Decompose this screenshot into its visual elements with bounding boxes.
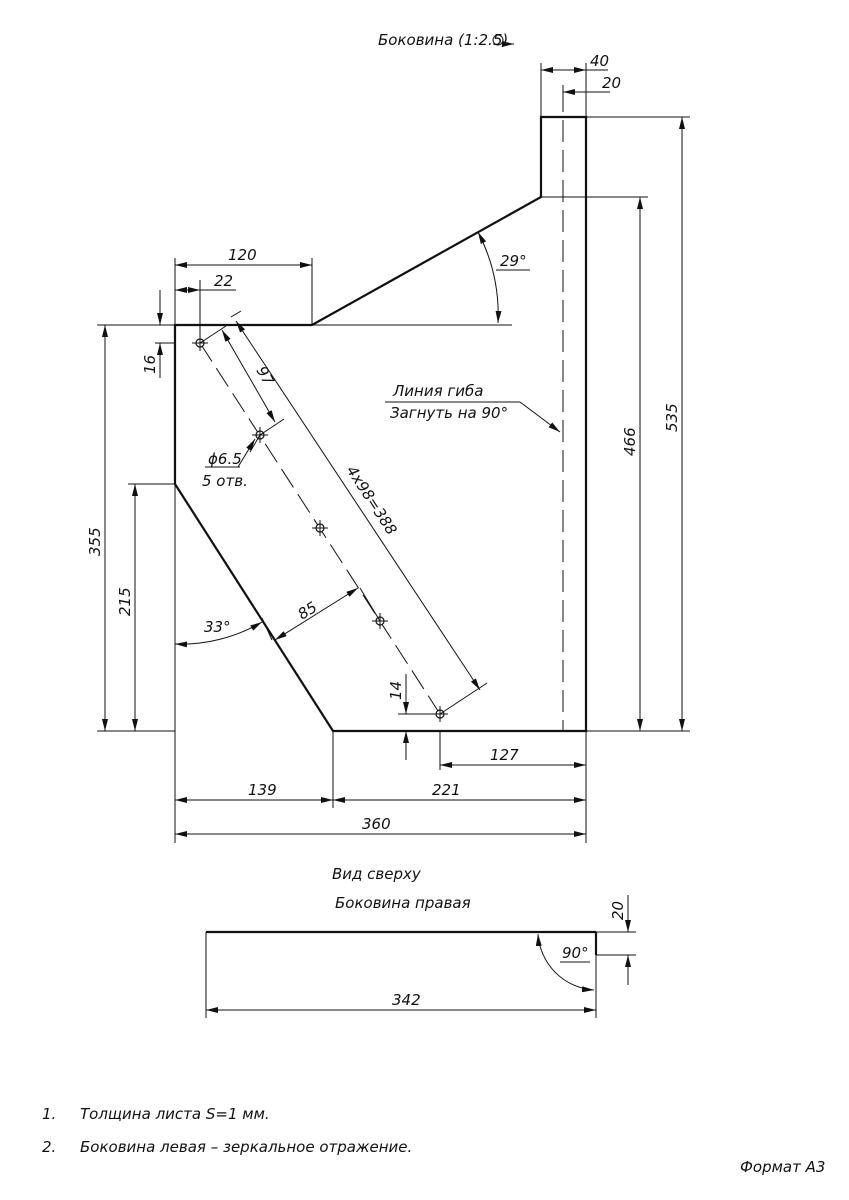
dim-97: 97 (253, 363, 278, 389)
notes: 1. Толщина листа S=1 мм. 2. Боковина лев… (42, 1105, 412, 1156)
dim-29-deg: 29° (500, 252, 527, 270)
top-view-dim-20: 20 (609, 901, 627, 920)
bend-line-label: Линия гиба (392, 382, 483, 400)
dim-355: 355 (86, 527, 104, 556)
dim-139: 139 (248, 781, 277, 799)
top-view-dimension-lines (205, 895, 636, 1018)
dim-16: 16 (141, 355, 159, 374)
dim-85: 85 (295, 598, 321, 623)
note-2-text: Боковина левая – зеркальное отражение. (80, 1138, 412, 1156)
dim-221: 221 (432, 781, 461, 799)
dim-120: 120 (228, 246, 257, 264)
top-view-dim-90-deg: 90° (562, 944, 589, 962)
dim-127: 127 (490, 746, 519, 764)
sheet-format: Формат А3 (740, 1158, 825, 1176)
extension-lines (97, 63, 690, 843)
top-view-dim-342: 342 (392, 991, 421, 1009)
note-2-number: 2. (42, 1138, 56, 1156)
dim-22: 22 (214, 272, 233, 290)
dim-40: 40 (590, 52, 609, 70)
dim-215: 215 (116, 587, 134, 616)
dim-20-flange: 20 (602, 74, 621, 92)
dim-hole-count: 5 отв. (202, 472, 248, 490)
hole-3 (312, 520, 328, 536)
drawing-title: Боковина (1:2.5) (378, 31, 508, 49)
dim-hole-diameter: ϕ6.5 (208, 450, 242, 468)
dim-33-deg: 33° (204, 618, 231, 636)
side-panel-outline (173, 115, 588, 733)
top-view-subheading: Боковина правая (335, 894, 471, 912)
dim-360: 360 (362, 815, 391, 833)
dim-14: 14 (387, 681, 405, 700)
dim-535: 535 (663, 403, 681, 432)
bend-instruction: Загнуть на 90° (390, 404, 508, 422)
top-view-outline (206, 930, 598, 955)
dim-466: 466 (621, 427, 639, 456)
unfold-symbol (492, 34, 514, 47)
top-view-heading: Вид сверху (332, 865, 422, 883)
note-1-number: 1. (42, 1105, 56, 1123)
dimension-lines (102, 67, 685, 837)
note-1-text: Толщина листа S=1 мм. (80, 1105, 270, 1123)
